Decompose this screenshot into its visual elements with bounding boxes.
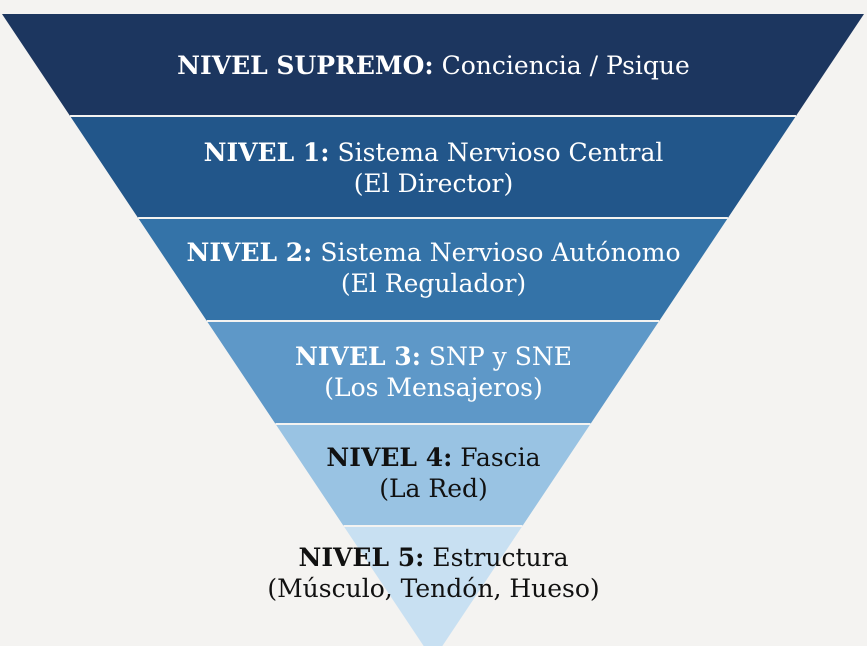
- level-text-nivel-3: NIVEL 3: SNP y SNE(Los Mensajeros): [0, 341, 867, 404]
- level-subtitle: (El Regulador): [340, 269, 527, 298]
- level-name: Fascia: [460, 442, 541, 472]
- level-text-nivel-1: NIVEL 1: Sistema Nervioso Central(El Dir…: [0, 137, 867, 200]
- level-title-line: NIVEL 3: SNP y SNE: [0, 341, 867, 372]
- pyramid-band-nivel-3: [206, 321, 660, 424]
- level-label: NIVEL SUPREMO:: [177, 51, 434, 81]
- pyramid-band-nivel-1: [70, 116, 796, 218]
- level-text-nivel-2: NIVEL 2: Sistema Nervioso Autónomo(El Re…: [0, 237, 867, 300]
- level-name: SNP y SNE: [428, 341, 572, 371]
- level-name: Conciencia / Psique: [441, 51, 690, 81]
- pyramid-band-supremo: [2, 14, 864, 116]
- level-subtitle: (La Red): [379, 474, 488, 503]
- level-subtitle: (Los Mensajeros): [324, 373, 543, 402]
- level-label: NIVEL 4:: [326, 442, 453, 472]
- pyramid-band-nivel-2: [138, 218, 728, 321]
- level-subtitle: (Músculo, Tendón, Hueso): [267, 574, 600, 603]
- level-text-nivel-5: NIVEL 5: Estructura(Músculo, Tendón, Hue…: [0, 542, 867, 605]
- level-text-nivel-4: NIVEL 4: Fascia(La Red): [0, 442, 867, 505]
- level-title-line: NIVEL 4: Fascia: [0, 442, 867, 473]
- level-label: NIVEL 2:: [186, 237, 313, 267]
- level-title-line: NIVEL 1: Sistema Nervioso Central: [0, 137, 867, 168]
- level-subtitle: (El Director): [353, 169, 514, 198]
- pyramid-band-nivel-4: [275, 424, 591, 526]
- level-title-line: NIVEL 5: Estructura: [0, 542, 867, 573]
- level-name: Sistema Nervioso Central: [337, 137, 664, 167]
- level-title-line: NIVEL 2: Sistema Nervioso Autónomo: [0, 237, 867, 268]
- level-name: Estructura: [432, 542, 569, 572]
- level-title-line: NIVEL SUPREMO: Conciencia / Psique: [0, 50, 867, 81]
- pyramid-band-nivel-5: [343, 526, 523, 646]
- level-label: NIVEL 5:: [298, 542, 425, 572]
- level-label: NIVEL 1:: [203, 137, 330, 167]
- level-text-supremo: NIVEL SUPREMO: Conciencia / Psique: [0, 50, 867, 81]
- level-name: Sistema Nervioso Autónomo: [320, 237, 681, 267]
- level-label: NIVEL 3:: [295, 341, 421, 371]
